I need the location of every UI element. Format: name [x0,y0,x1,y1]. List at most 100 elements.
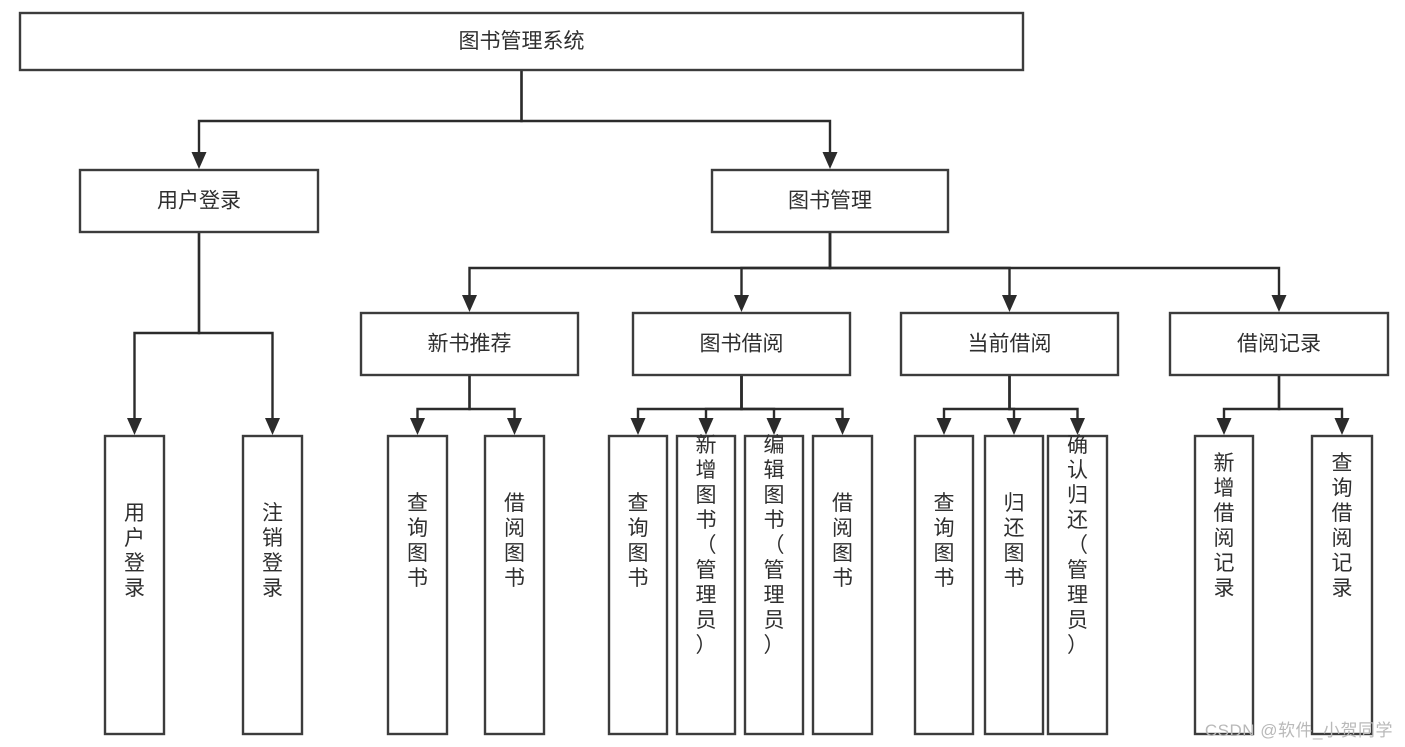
node-layer: 图书管理系统用户登录图书管理新书推荐图书借阅当前借阅借阅记录用户登录注销登录查询… [18,11,1390,736]
edge-root-to-book-mgmt [520,68,838,169]
arrow-head [127,418,142,435]
node-label: 编辑图书（管理员） [764,434,785,657]
node-label: 借阅图书 [504,492,525,590]
node-box[interactable] [18,11,1025,72]
node-box[interactable] [743,434,805,736]
node-label: 图书管理 [788,190,872,213]
node-label: 借阅记录 [1237,333,1321,356]
arrow-head [1271,295,1287,312]
node-box[interactable] [607,434,669,736]
node-label: 查询图书 [934,492,955,590]
node-label: 查询图书 [628,492,649,590]
arrow-head [1006,418,1022,435]
node-label: 借阅图书 [832,492,853,590]
edge-user-login-to-leaf-user-login [127,230,201,435]
node-box[interactable] [1310,434,1374,736]
node-box[interactable] [103,434,166,736]
arrow-head [698,418,714,435]
node-label: 用户登录 [124,502,145,600]
node-user-login[interactable]: 用户登录 [78,168,320,234]
node-new-book-rec[interactable]: 新书推荐 [359,311,580,377]
edge-current-borrow-to-confirm-return [1008,373,1085,435]
arrow-head [462,295,477,312]
arrow-head [1334,418,1350,435]
node-label: 确认归还（管理员） [1067,434,1088,657]
node-root[interactable]: 图书管理系统 [18,11,1025,72]
arrow-head [766,418,782,435]
node-box[interactable] [241,434,304,736]
node-leaf-add-book[interactable]: 新增图书（管理员） [675,434,737,736]
arrow-head [835,418,850,435]
node-current-borrow[interactable]: 当前借阅 [899,311,1120,377]
edge-root-to-user-login [191,68,523,169]
node-leaf-query-book-1[interactable]: 查询图书 [386,434,449,736]
edge-new-book-rec-to-query-book [410,373,471,435]
node-label: 新增借阅记录 [1214,452,1235,600]
connector-layer [127,68,1350,435]
node-label: 归还图书 [1004,492,1025,590]
node-label: 当前借阅 [968,333,1052,356]
node-leaf-user-login[interactable]: 用户登录 [103,434,166,736]
edge-borrow-record-to-query-record [1277,373,1350,435]
arrow-head [1216,418,1232,435]
node-label: 注销登录 [262,502,283,600]
edge-book-mgmt-to-new-book-rec [462,230,832,312]
node-leaf-logout[interactable]: 注销登录 [241,434,304,736]
node-leaf-query-book-2[interactable]: 查询图书 [607,434,669,736]
node-label: 图书借阅 [700,333,784,356]
node-leaf-add-record[interactable]: 新增借阅记录 [1193,434,1255,736]
node-box[interactable] [899,311,1120,377]
arrow-head [507,418,522,435]
arrow-head [822,152,838,169]
node-box[interactable] [1046,434,1109,736]
node-borrow-record[interactable]: 借阅记录 [1168,311,1390,377]
node-box[interactable] [675,434,737,736]
arrow-head [191,152,207,169]
node-box[interactable] [811,434,874,736]
edge-book-borrow-to-edit-book [740,373,782,435]
arrow-head [1070,418,1085,435]
edge-new-book-rec-to-borrow-book [468,373,522,435]
node-leaf-borrow-book-1[interactable]: 借阅图书 [483,434,546,736]
node-leaf-query-book-3[interactable]: 查询图书 [913,434,975,736]
arrow-head [265,418,280,435]
node-leaf-return-book[interactable]: 归还图书 [983,434,1045,736]
arrow-head [936,418,952,435]
node-label: 用户登录 [157,190,241,213]
node-box[interactable] [631,311,852,377]
edge-book-mgmt-to-borrow-record [828,230,1287,312]
node-box[interactable] [1168,311,1390,377]
node-leaf-query-record[interactable]: 查询借阅记录 [1310,434,1374,736]
edge-book-mgmt-to-book-borrow [734,230,832,312]
edge-current-borrow-to-query-book [936,373,1011,435]
node-label: 查询图书 [407,492,428,590]
arrow-head [630,418,646,435]
node-label: 新增图书（管理员） [696,434,717,657]
node-label: 图书管理系统 [459,30,585,53]
node-box[interactable] [483,434,546,736]
node-box[interactable] [913,434,975,736]
arrow-head [734,295,749,312]
arrow-head [1002,295,1017,312]
edge-borrow-record-to-add-record [1216,373,1281,435]
node-label: 查询借阅记录 [1332,452,1353,600]
node-leaf-edit-book[interactable]: 编辑图书（管理员） [743,434,805,736]
edge-book-borrow-to-query-book [630,373,743,435]
node-box[interactable] [386,434,449,736]
edge-user-login-to-leaf-logout [197,230,280,435]
edge-book-mgmt-to-current-borrow [828,230,1017,312]
node-box[interactable] [359,311,580,377]
node-box[interactable] [78,168,320,234]
node-book-mgmt[interactable]: 图书管理 [710,168,950,234]
node-box[interactable] [1193,434,1255,736]
arrow-head [410,418,425,435]
node-box[interactable] [983,434,1045,736]
node-box[interactable] [710,168,950,234]
node-leaf-confirm-return[interactable]: 确认归还（管理员） [1046,434,1109,736]
edge-book-borrow-to-borrow-book [740,373,850,435]
node-leaf-borrow-book-2[interactable]: 借阅图书 [811,434,874,736]
node-book-borrow[interactable]: 图书借阅 [631,311,852,377]
edge-book-borrow-to-add-book [698,373,743,435]
